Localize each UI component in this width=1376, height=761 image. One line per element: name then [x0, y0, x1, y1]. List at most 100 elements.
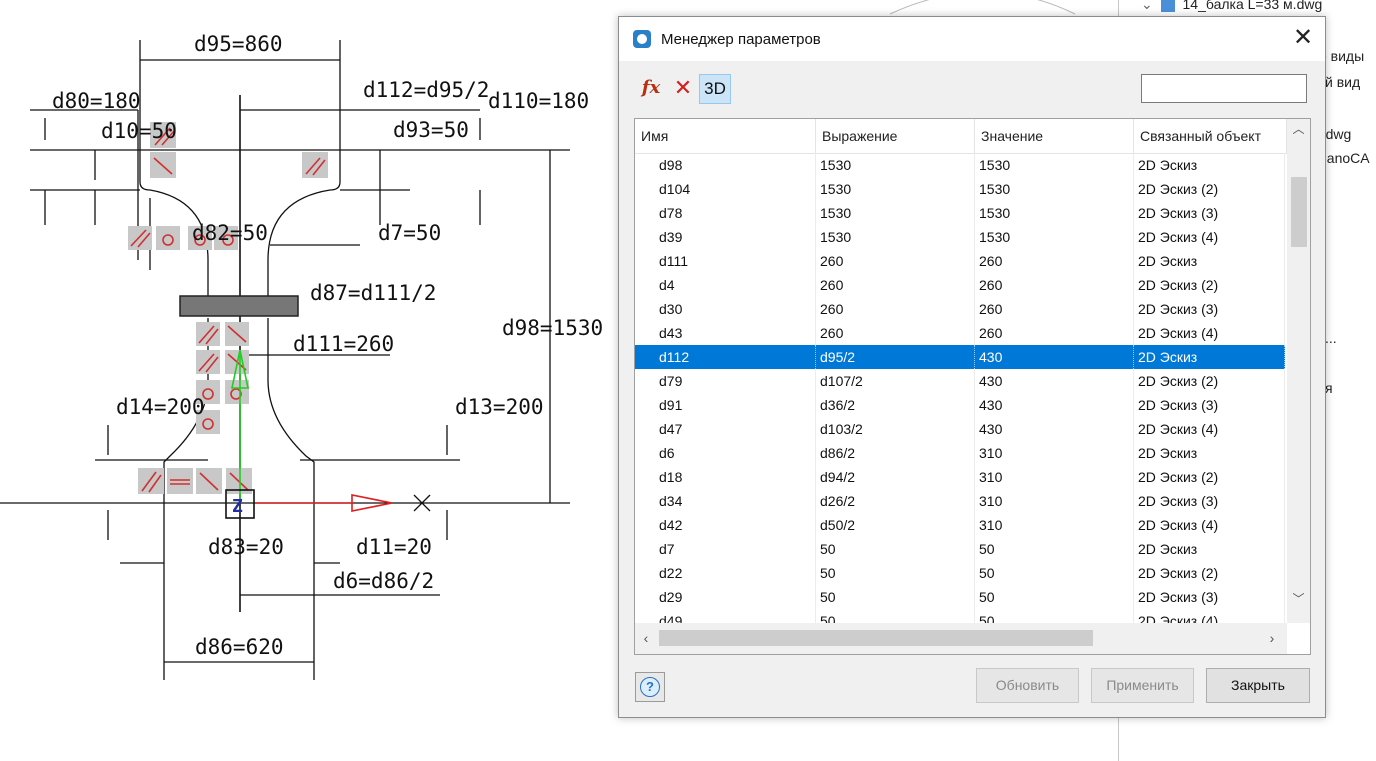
cell-value[interactable]: 1530	[975, 225, 1134, 249]
scroll-up-icon[interactable]: ︿	[1292, 122, 1305, 136]
cell-value[interactable]: 50	[975, 585, 1134, 609]
cell-value[interactable]: 260	[975, 297, 1134, 321]
cell-value[interactable]: 1530	[975, 177, 1134, 201]
cell-value[interactable]: 1530	[975, 153, 1134, 177]
cell-name[interactable]: d7	[635, 537, 816, 561]
dim-d83[interactable]: d83=20	[208, 535, 284, 559]
close-icon[interactable]: ✕	[1292, 24, 1314, 51]
cell-linked-object[interactable]: 2D Эскиз (3)	[1134, 201, 1285, 225]
cell-expression[interactable]: 1530	[816, 177, 975, 201]
cell-name[interactable]: d22	[635, 561, 816, 585]
cell-expression[interactable]: 260	[816, 249, 975, 273]
cell-name[interactable]: d39	[635, 225, 816, 249]
cell-value[interactable]: 310	[975, 465, 1134, 489]
cell-linked-object[interactable]: 2D Эскиз	[1134, 345, 1285, 369]
cell-linked-object[interactable]: 2D Эскиз (3)	[1134, 297, 1285, 321]
dim-d112[interactable]: d112=d95/2	[363, 78, 489, 102]
cell-name[interactable]: d91	[635, 393, 816, 417]
cell-expression[interactable]: d36/2	[816, 393, 975, 417]
dim-d10[interactable]: d10=50	[101, 119, 177, 143]
cell-value[interactable]: 430	[975, 393, 1134, 417]
cell-expression[interactable]: 50	[816, 609, 975, 623]
column-header-value[interactable]: Значение	[975, 119, 1134, 153]
cell-value[interactable]: 1530	[975, 201, 1134, 225]
cell-name[interactable]: d6	[635, 441, 816, 465]
delete-icon[interactable]: ✕	[673, 75, 693, 100]
cell-linked-object[interactable]: 2D Эскиз	[1134, 537, 1285, 561]
cell-expression[interactable]: 260	[816, 297, 975, 321]
cell-expression[interactable]: d86/2	[816, 441, 975, 465]
cell-name[interactable]: d34	[635, 489, 816, 513]
cell-expression[interactable]: d26/2	[816, 489, 975, 513]
dim-d110[interactable]: d110=180	[488, 89, 589, 113]
cell-value[interactable]: 310	[975, 513, 1134, 537]
cell-name[interactable]: d43	[635, 321, 816, 345]
cell-value[interactable]: 430	[975, 369, 1134, 393]
vertical-scrollbar[interactable]: ︿ ﹀	[1287, 119, 1310, 623]
cell-expression[interactable]: d94/2	[816, 465, 975, 489]
tree-item-file[interactable]: ⌄ 14_балка L=33 м.dwg	[1141, 0, 1322, 13]
close-button[interactable]: Закрыть	[1206, 668, 1310, 703]
cell-name[interactable]: d18	[635, 465, 816, 489]
dim-d14[interactable]: d14=200	[116, 395, 205, 419]
dim-d13[interactable]: d13=200	[455, 395, 544, 419]
cell-name[interactable]: d78	[635, 201, 816, 225]
cell-linked-object[interactable]: 2D Эскиз (2)	[1134, 273, 1285, 297]
cell-value[interactable]: 260	[975, 321, 1134, 345]
cell-expression[interactable]: 1530	[816, 225, 975, 249]
cell-linked-object[interactable]: 2D Эскиз (4)	[1134, 609, 1285, 623]
cell-name[interactable]: d49	[635, 609, 816, 623]
column-header-expression[interactable]: Выражение	[816, 119, 975, 153]
scroll-right-icon[interactable]: ›	[1269, 630, 1275, 646]
dim-d82[interactable]: d82=50	[192, 221, 268, 245]
update-button[interactable]: Обновить	[976, 668, 1079, 703]
apply-button[interactable]: Применить	[1091, 668, 1194, 703]
cell-value[interactable]: 260	[975, 273, 1134, 297]
cell-value[interactable]: 430	[975, 417, 1134, 441]
cell-name[interactable]: d42	[635, 513, 816, 537]
cell-linked-object[interactable]: 2D Эскиз (4)	[1134, 513, 1285, 537]
cell-linked-object[interactable]: 2D Эскиз (4)	[1134, 321, 1285, 345]
cell-linked-object[interactable]: 2D Эскиз (2)	[1134, 465, 1285, 489]
scroll-left-icon[interactable]: ‹	[643, 630, 649, 646]
cell-linked-object[interactable]: 2D Эскиз (4)	[1134, 417, 1285, 441]
cell-expression[interactable]: 1530	[816, 153, 975, 177]
cell-name[interactable]: d79	[635, 369, 816, 393]
cell-linked-object[interactable]: 2D Эскиз	[1134, 249, 1285, 273]
cell-name[interactable]: d104	[635, 177, 816, 201]
dim-d98[interactable]: d98=1530	[502, 316, 603, 340]
cell-expression[interactable]: 260	[816, 273, 975, 297]
cell-expression[interactable]: d107/2	[816, 369, 975, 393]
column-header-linked-object[interactable]: Связанный объект	[1134, 119, 1287, 153]
cell-value[interactable]: 310	[975, 441, 1134, 465]
function-icon[interactable]: fx	[641, 77, 661, 98]
cell-expression[interactable]: d103/2	[816, 417, 975, 441]
cell-linked-object[interactable]: 2D Эскиз (4)	[1134, 225, 1285, 249]
cell-linked-object[interactable]: 2D Эскиз	[1134, 441, 1285, 465]
cell-name[interactable]: d111	[635, 249, 816, 273]
dim-d111[interactable]: d111=260	[293, 332, 394, 356]
cell-linked-object[interactable]: 2D Эскиз (2)	[1134, 369, 1285, 393]
cell-name[interactable]: d47	[635, 417, 816, 441]
cell-name[interactable]: d30	[635, 297, 816, 321]
scroll-down-icon[interactable]: ﹀	[1292, 592, 1305, 606]
cell-linked-object[interactable]: 2D Эскиз (2)	[1134, 561, 1285, 585]
help-button[interactable]: ?	[635, 672, 665, 702]
cell-name[interactable]: d112	[635, 345, 816, 369]
cell-name[interactable]: d29	[635, 585, 816, 609]
chevron-down-icon[interactable]: ⌄	[1141, 0, 1153, 12]
horizontal-scrollbar[interactable]: ‹ ›	[635, 623, 1287, 654]
